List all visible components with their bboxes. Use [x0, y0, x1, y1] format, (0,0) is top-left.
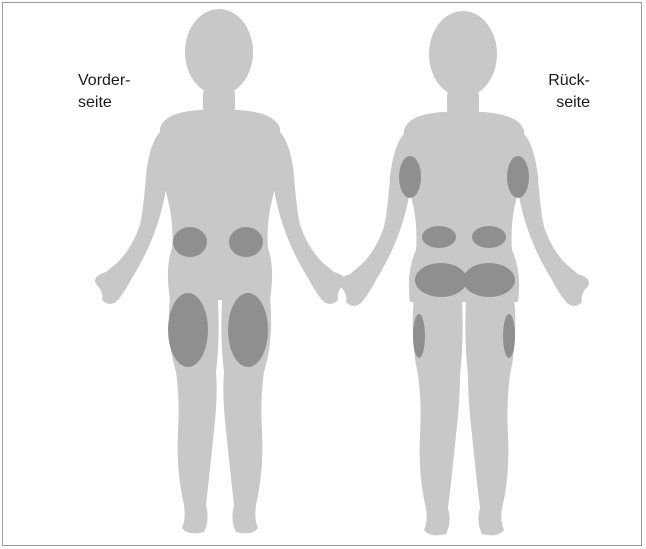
back-zone-buttock-right	[463, 263, 515, 297]
front-arm-left	[95, 130, 168, 304]
back-zone-lower-back-left	[422, 226, 456, 248]
front-head	[185, 9, 253, 95]
back-arm-left	[339, 132, 412, 306]
front-torso	[160, 110, 281, 300]
front-zone-abdomen-left	[173, 227, 207, 257]
back-zone-thigh-outer-left	[413, 314, 425, 358]
back-zone-thigh-outer-right	[503, 314, 515, 358]
front-arm-right	[272, 130, 345, 304]
back-arm-right	[516, 132, 589, 306]
back-head	[429, 11, 497, 97]
front-zone-abdomen-right	[229, 227, 263, 257]
back-zone-lower-back-right	[472, 226, 506, 248]
front-zone-thigh-left	[168, 293, 208, 367]
front-figure	[95, 9, 345, 533]
front-zone-thigh-right	[228, 293, 268, 367]
back-zone-upper-arm-left	[399, 156, 421, 198]
back-zone-upper-arm-right	[507, 156, 529, 198]
back-zone-buttock-left	[415, 263, 467, 297]
